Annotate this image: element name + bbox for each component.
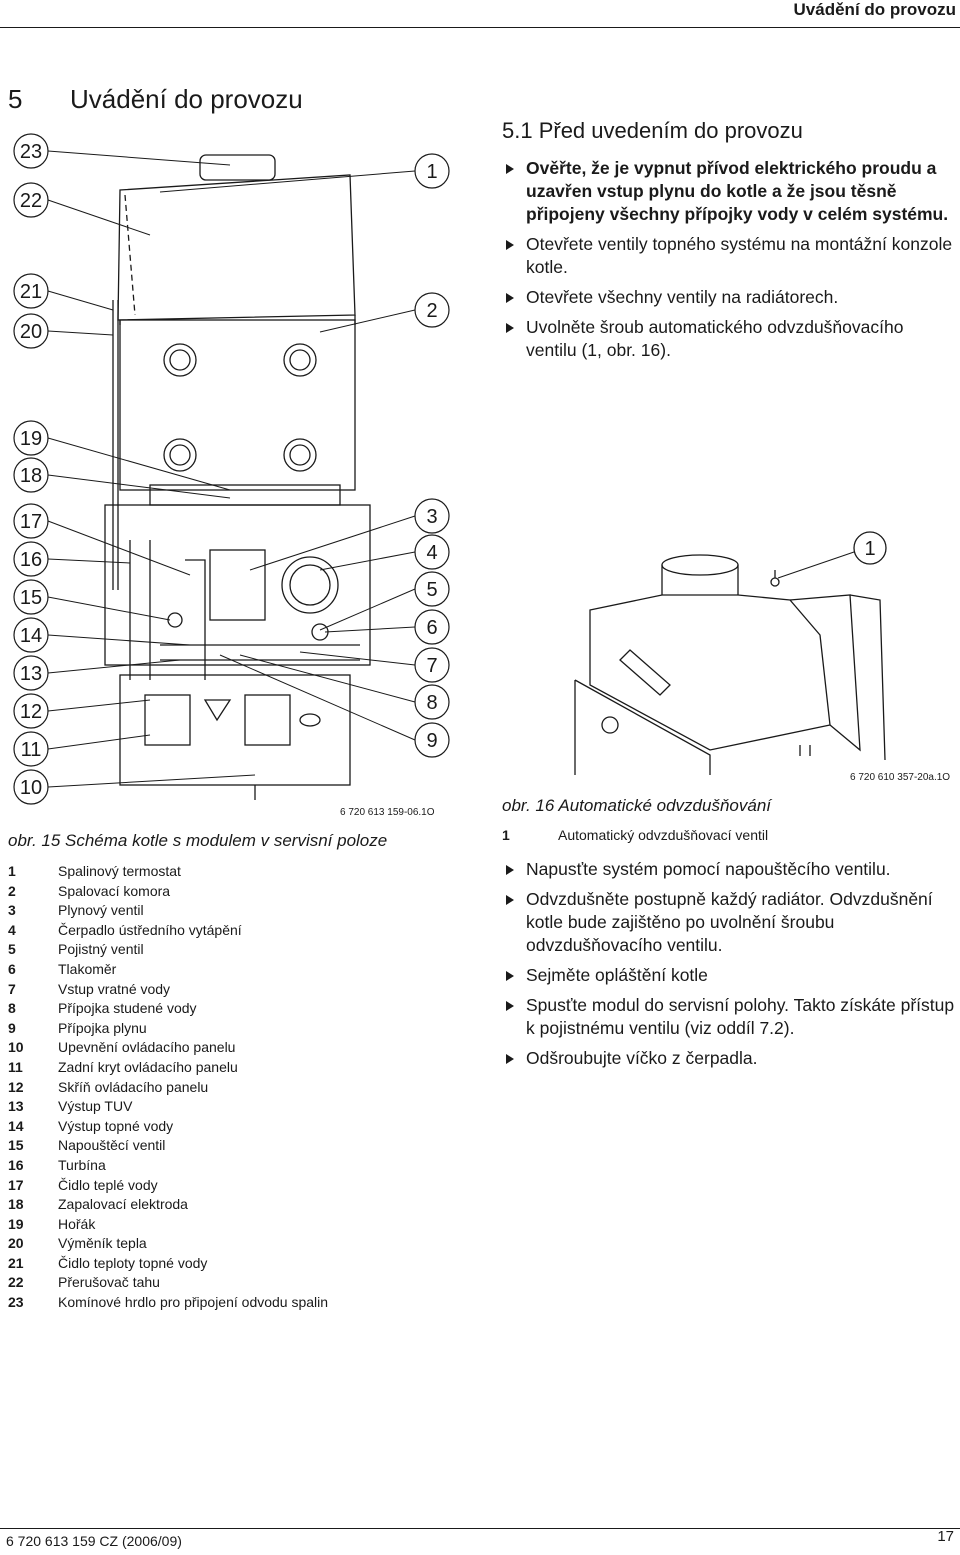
header-rule — [0, 27, 960, 28]
page-number: 17 — [937, 1528, 954, 1545]
step-item: Odvzdušněte postupně každý radiátor. Odv… — [502, 888, 957, 957]
callout-23: 23 — [20, 141, 42, 163]
callout-12: 12 — [20, 701, 42, 723]
footer-rule — [0, 1528, 960, 1529]
callout-6: 6 — [426, 617, 437, 639]
callout-9: 9 — [426, 730, 437, 752]
callout-16: 16 — [20, 549, 42, 571]
step-item: Uvolněte šroub automatického odvzdušňova… — [502, 316, 957, 362]
section-number: 5 — [8, 84, 23, 114]
figure15-caption: obr. 15 Schéma kotle s modulem v servisn… — [8, 831, 388, 850]
callout-18: 18 — [20, 465, 42, 487]
callout-15: 15 — [20, 587, 42, 609]
callout-1: 1 — [426, 161, 437, 183]
subsection-title: 5.1 Před uvedením do provozu — [502, 118, 803, 143]
callout-14: 14 — [20, 625, 42, 647]
callout-22: 22 — [20, 190, 42, 212]
figure16-image-id: 6 720 610 357-20a.1O — [850, 772, 951, 783]
callout-4: 4 — [426, 542, 437, 564]
running-header: Uvádění do provozu — [793, 0, 956, 19]
step-item: Odšroubujte víčko z čerpadla. — [502, 1047, 957, 1070]
callout-7: 7 — [426, 655, 437, 677]
callout-13: 13 — [20, 663, 42, 685]
callout-21: 21 — [20, 281, 42, 303]
step-item: Otevřete ventily topného systému na mont… — [502, 233, 957, 279]
callout-19: 19 — [20, 428, 42, 450]
callout-2: 2 — [426, 300, 437, 322]
step-item: Napusťte systém pomocí napouštěcího vent… — [502, 858, 957, 881]
step-item: Spusťte modul do servisní polohy. Takto … — [502, 994, 957, 1040]
step-item: Otevřete všechny ventily na radiátorech. — [502, 286, 957, 309]
figure16-caption: obr. 16 Automatické odvzdušňování — [502, 796, 772, 815]
steps-before-startup: Ověřte, že je vypnut přívod elektrického… — [502, 157, 957, 369]
steps-fill-and-vent: Napusťte systém pomocí napouštěcího vent… — [502, 858, 957, 1077]
boiler-schematic-figure: 23 22 21 20 19 18 17 16 15 14 13 12 11 1… — [13, 133, 450, 805]
callout-8: 8 — [426, 692, 437, 714]
callout-3: 3 — [426, 506, 437, 528]
figure16-callout-1: 1 — [864, 538, 875, 560]
section-title: Uvádění do provozu — [70, 84, 303, 114]
callout-11: 11 — [21, 739, 42, 761]
callout-17: 17 — [20, 511, 42, 533]
document-code: 6 720 613 159 CZ (2006/09) — [6, 1533, 182, 1549]
callout-20: 20 — [20, 321, 42, 343]
callout-10: 10 — [20, 777, 42, 799]
callout-5: 5 — [426, 579, 437, 601]
step-item: Ověřte, že je vypnut přívod elektrického… — [502, 157, 957, 226]
air-vent-figure: 1 — [574, 531, 887, 775]
figure15-image-id: 6 720 613 159-06.1O — [340, 807, 435, 818]
step-item: Sejměte opláštění kotle — [502, 964, 957, 987]
